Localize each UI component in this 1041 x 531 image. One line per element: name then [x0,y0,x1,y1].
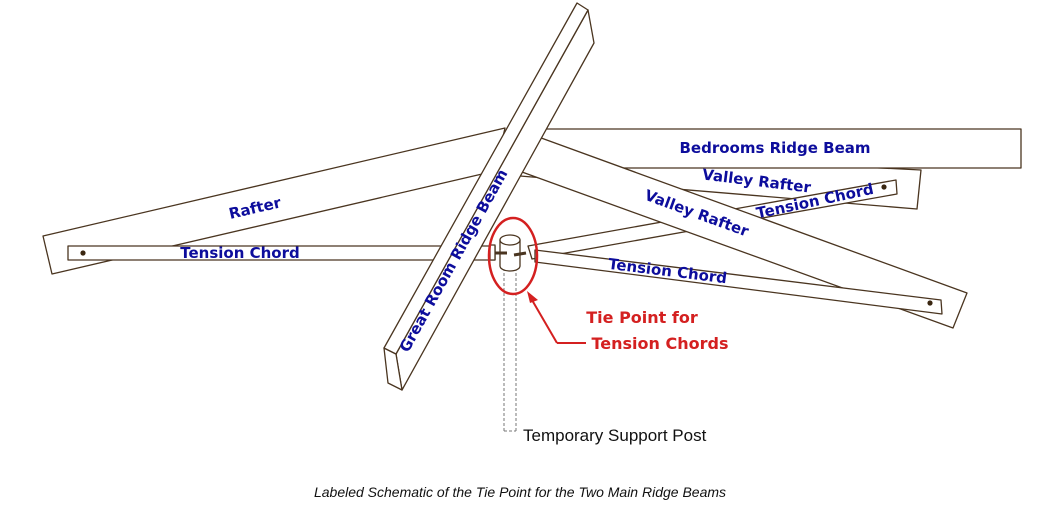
bedrooms-ridge-beam-label: Bedrooms Ridge Beam [679,139,870,157]
support-post-label: Temporary Support Post [523,426,707,445]
bolt-hole-icon [927,300,933,306]
tie-point-label-line2: Tension Chords [592,334,729,353]
callout-arrow [531,299,558,344]
great-room-ridge-beam-top [383,2,589,355]
support-post [495,234,527,432]
bolt-hole-icon [881,184,887,190]
tie-point-highlight [487,216,539,296]
bolt-hole-icon [80,250,86,256]
tie-point-label-line1: Tie Point for [586,308,698,327]
arrowhead-icon [527,291,538,303]
figure-caption: Labeled Schematic of the Tie Point for t… [314,484,726,500]
tension-chord-front [534,249,943,315]
tension-chord-left-label: Tension Chord [180,244,300,262]
tension-chord-front-label: Tension Chord [607,255,728,287]
